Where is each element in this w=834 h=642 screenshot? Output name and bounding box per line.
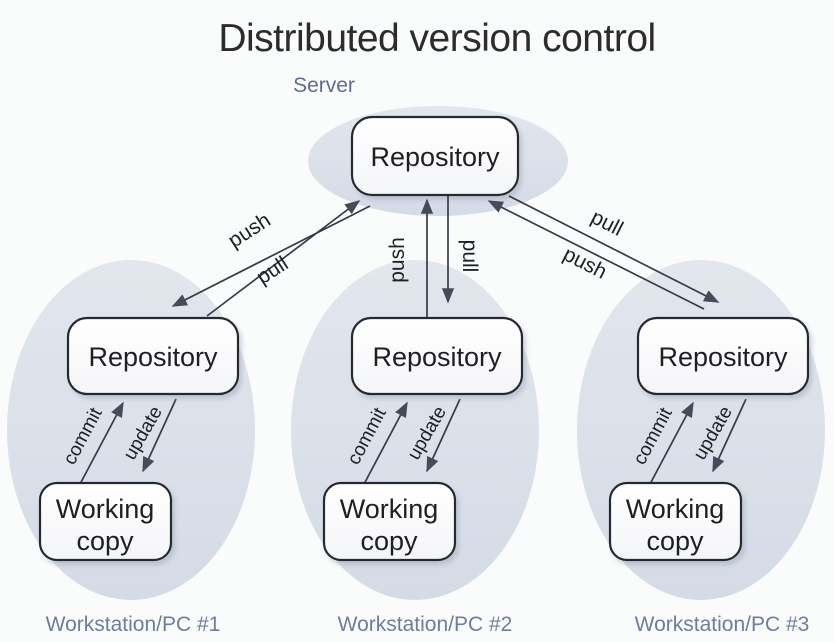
- repository-node: [350, 316, 524, 396]
- repository-label: Repository: [372, 342, 502, 372]
- working-copy-node: [608, 481, 743, 562]
- working-copy-label-line2: copy: [76, 526, 134, 556]
- commit-arrow: [78, 401, 124, 487]
- server-repository-label: Repository: [370, 142, 500, 172]
- working-copy-node: [38, 481, 173, 562]
- pull-label: pull: [252, 252, 292, 289]
- server-zone-label: Server: [293, 74, 355, 97]
- push-arrow: [487, 200, 705, 310]
- push-label: push: [224, 209, 275, 253]
- workstation-2: Repository commit update Working copy: [322, 316, 524, 562]
- working-copy-node: [322, 481, 457, 562]
- pull-label: pull: [587, 206, 627, 241]
- commit-arrow: [362, 401, 408, 487]
- repository-label: Repository: [658, 342, 788, 372]
- server-zone: Server Repository: [293, 74, 568, 216]
- working-copy-label-line1: Working: [340, 494, 439, 524]
- update-arrow: [712, 398, 747, 473]
- repository-node: [636, 316, 810, 396]
- working-copy-label-line2: copy: [646, 526, 704, 556]
- page-title: Distributed version control: [218, 17, 655, 60]
- workstation-caption-2: Workstation/PC #2: [338, 613, 513, 636]
- pull-arrow: [508, 195, 720, 303]
- server-repository-node: [350, 115, 520, 197]
- connection-middle: push pull: [386, 196, 481, 318]
- update-arrow: [426, 398, 461, 473]
- push-label: push: [386, 237, 409, 283]
- repository-node: [66, 316, 240, 396]
- workstation-caption-1: Workstation/PC #1: [46, 613, 221, 636]
- repository-label: Repository: [88, 342, 218, 372]
- working-copy-label-line2: copy: [360, 526, 418, 556]
- push-arrow: [206, 200, 361, 317]
- update-arrow: [142, 398, 177, 473]
- workstation-caption-3: Workstation/PC #3: [635, 613, 810, 636]
- working-copy-label-line1: Working: [56, 494, 155, 524]
- pull-label: pull: [458, 240, 481, 273]
- commit-arrow: [648, 401, 694, 487]
- pull-arrow: [171, 205, 371, 307]
- working-copy-label-line1: Working: [626, 494, 725, 524]
